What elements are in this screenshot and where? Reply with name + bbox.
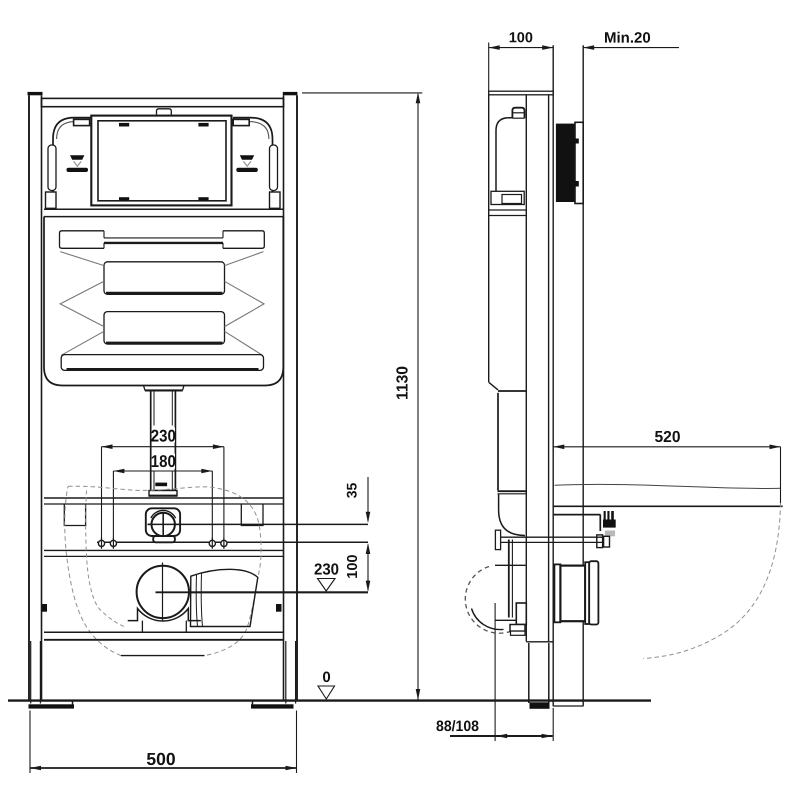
svg-text:180: 180 [151,452,176,471]
svg-text:1130: 1130 [395,366,412,400]
svg-text:0: 0 [322,669,330,686]
svg-text:88/108: 88/108 [436,718,479,735]
svg-text:230: 230 [151,426,176,445]
svg-text:100: 100 [509,30,533,46]
svg-text:230: 230 [314,561,339,578]
svg-text:520: 520 [654,429,680,446]
svg-text:Min.20: Min.20 [604,30,651,47]
svg-text:100: 100 [345,554,361,578]
svg-text:500: 500 [146,749,175,769]
svg-text:35: 35 [344,483,360,499]
